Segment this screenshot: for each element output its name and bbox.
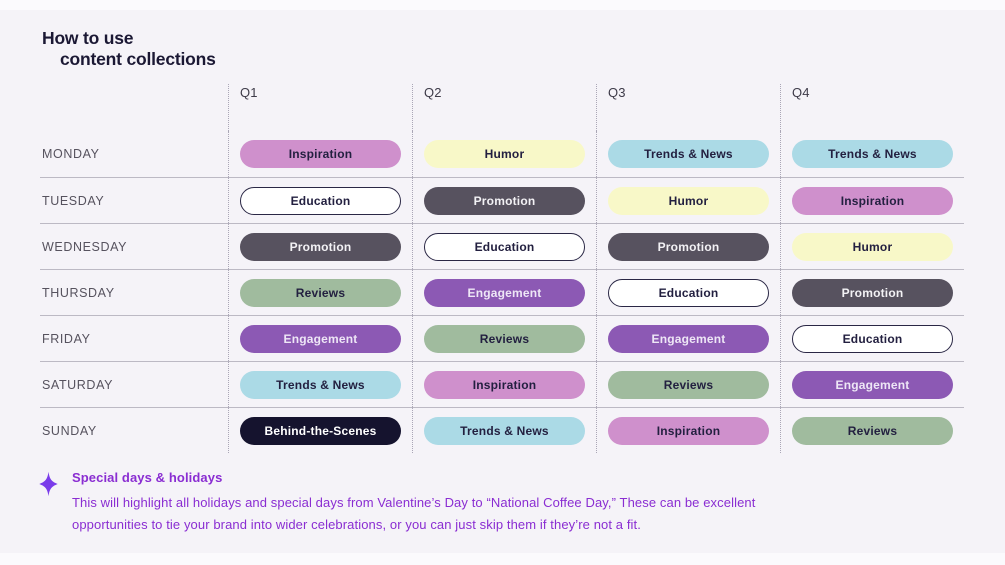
content-pill-humor: Humor <box>424 140 585 168</box>
quarter-header-q1: Q1 <box>228 84 412 131</box>
content-pill-promotion: Promotion <box>424 186 585 215</box>
content-pill-trends: Trends & News <box>240 370 401 399</box>
content-pill-promotion: Promotion <box>792 278 953 307</box>
page-title: How to use content collections <box>42 28 216 70</box>
content-pill-reviews: Reviews <box>792 416 953 445</box>
footnote-body-line1: This will highlight all holidays and spe… <box>72 495 756 510</box>
content-pill-inspiration: Inspiration <box>608 416 769 445</box>
calendar-cell: Humor <box>412 131 596 177</box>
calendar-row: SATURDAY Trends & News Inspiration Reviews E… <box>40 361 964 407</box>
calendar-cell: Reviews <box>780 407 964 453</box>
calendar-cell: Engagement <box>596 315 780 361</box>
content-pill-reviews: Reviews <box>240 278 401 307</box>
calendar-row: SUNDAY Behind-the-Scenes Trends & News Insp… <box>40 407 964 453</box>
sparkle-diamond-icon-shape <box>39 471 58 497</box>
calendar-row: TUESDAY Education Promotion Humor Inspiratio… <box>40 177 964 223</box>
day-label: FRIDAY <box>40 315 228 361</box>
calendar-cell: Engagement <box>780 361 964 407</box>
calendar-header-row: Q1 Q2 Q3 Q4 <box>40 84 964 131</box>
quarter-header-q3: Q3 <box>596 84 780 131</box>
calendar-cell: Reviews <box>596 361 780 407</box>
content-pill-education: Education <box>424 232 585 261</box>
content-pill-education: Education <box>792 324 953 353</box>
content-pill-inspiration: Inspiration <box>792 186 953 215</box>
calendar-cell: Promotion <box>596 223 780 269</box>
day-label: THURSDAY <box>40 269 228 315</box>
calendar-row: MONDAY Inspiration Humor Trends & News Trend… <box>40 131 964 177</box>
quarter-header-q2: Q2 <box>412 84 596 131</box>
content-pill-reviews: Reviews <box>424 324 585 353</box>
calendar-cell: Humor <box>780 223 964 269</box>
page-title-line1: How to use <box>42 28 134 48</box>
content-pill-inspiration: Inspiration <box>424 370 585 399</box>
content-pill-reviews: Reviews <box>608 370 769 399</box>
calendar-cell: Reviews <box>228 269 412 315</box>
calendar-cell: Education <box>228 177 412 223</box>
calendar-cell: Education <box>596 269 780 315</box>
calendar-cell: Engagement <box>228 315 412 361</box>
calendar-cell: Promotion <box>412 177 596 223</box>
calendar-cell: Trends & News <box>228 361 412 407</box>
footnote-body-line2: opportunities to tie your brand into wid… <box>72 516 641 532</box>
calendar-cell: Promotion <box>228 223 412 269</box>
content-pill-engagement: Engagement <box>424 278 585 307</box>
quarter-header-q4: Q4 <box>780 84 964 131</box>
day-label: MONDAY <box>42 147 100 161</box>
content-pill-inspiration: Inspiration <box>240 140 401 168</box>
sparkle-diamond-icon <box>39 471 58 497</box>
calendar-cell: Humor <box>596 177 780 223</box>
content-pill-engagement: Engagement <box>240 324 401 353</box>
content-pill-promotion: Promotion <box>608 232 769 261</box>
content-pill-trends: Trends & News <box>608 140 769 168</box>
content-pill-humor: Humor <box>608 186 769 215</box>
calendar-cell: Promotion <box>780 269 964 315</box>
footnote-body: This will highlight all holidays and spe… <box>72 492 755 535</box>
calendar-cell: Engagement <box>412 269 596 315</box>
page-title-line2: content collections <box>60 49 216 69</box>
calendar-cell: Inspiration <box>780 177 964 223</box>
content-pill-promotion: Promotion <box>240 232 401 261</box>
content-pill-engagement: Engagement <box>608 324 769 353</box>
header-spacer <box>40 84 228 131</box>
footnote-text-block: Special days & holidays This will highli… <box>72 470 755 535</box>
special-days-footnote: Special days & holidays This will highli… <box>38 470 898 535</box>
day-label: SUNDAY <box>40 407 228 453</box>
day-label: WEDNESDAY <box>40 223 228 269</box>
calendar-cell: Education <box>780 315 964 361</box>
calendar-row: FRIDAY Engagement Reviews Engagement Educati… <box>40 315 964 361</box>
footnote-heading: Special days & holidays <box>72 470 223 485</box>
day-label: SATURDAY <box>40 361 228 407</box>
content-pill-humor: Humor <box>792 232 953 261</box>
calendar-cell: Trends & News <box>412 407 596 453</box>
calendar-cell: Reviews <box>412 315 596 361</box>
content-pill-trends: Trends & News <box>792 140 953 168</box>
calendar-row: THURSDAY Reviews Engagement Education Promot… <box>40 269 964 315</box>
content-pill-trends: Trends & News <box>424 416 585 445</box>
content-pill-education: Education <box>608 278 769 307</box>
content-pill-behind_the_scenes: Behind-the-Scenes <box>240 416 401 445</box>
calendar-row: WEDNESDAY Promotion Education Promotion Humo… <box>40 223 964 269</box>
calendar-cell: Behind-the-Scenes <box>228 407 412 453</box>
calendar-cell: Trends & News <box>596 131 780 177</box>
day-label: TUESDAY <box>40 177 228 223</box>
calendar-cell: Education <box>412 223 596 269</box>
content-pill-education: Education <box>240 186 401 215</box>
calendar-cell: Trends & News <box>780 131 964 177</box>
calendar-cell: Inspiration <box>596 407 780 453</box>
calendar-cell: Inspiration <box>228 131 412 177</box>
calendar-cell: Inspiration <box>412 361 596 407</box>
content-pill-engagement: Engagement <box>792 370 953 399</box>
